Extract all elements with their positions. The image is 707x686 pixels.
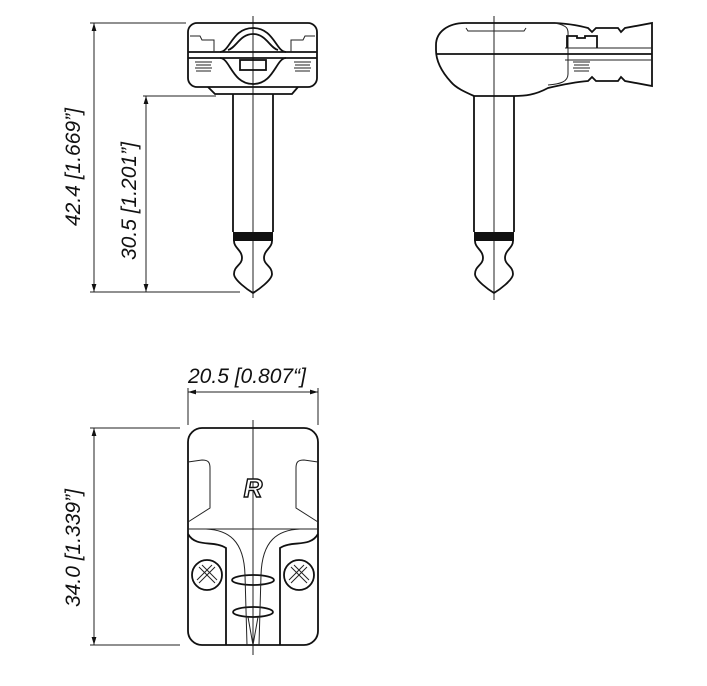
dimension-plug-length: 30.5 [1.201”] [118, 95, 216, 292]
side-view [435, 16, 653, 300]
plug-length-label: 30.5 [1.201”] [118, 141, 141, 260]
dimension-overall-height: 42.4 [1.669”] [62, 22, 240, 293]
brand-logo-r-icon: R [244, 473, 263, 503]
side-insulator-ring [474, 232, 514, 241]
front-view [187, 16, 318, 298]
front-arch [219, 27, 287, 53]
body-width-label: 20.5 [0.807“] [187, 365, 307, 388]
tip-collar-upper [231, 574, 275, 586]
tip-collar-lower [232, 606, 274, 618]
body-depth-label: 34.0 [1.339”] [62, 488, 85, 607]
front-screw-right-icon [294, 61, 311, 72]
side-screw-head [566, 35, 598, 48]
front-neck [207, 86, 299, 95]
front-screw-left-icon [195, 61, 212, 72]
side-screw-thread-icon [573, 61, 590, 72]
dimension-body-depth: 34.0 [1.339”] [62, 427, 180, 646]
front-plug-tip [233, 240, 273, 295]
front-body-housing [187, 22, 318, 88]
side-plug-tip [474, 240, 514, 295]
front-insulator-ring [233, 232, 273, 241]
bottom-screw-left-icon [191, 559, 223, 591]
dimension-body-width: 20.5 [0.807“] [187, 365, 319, 425]
bottom-screw-right-icon [283, 559, 315, 591]
side-body-housing [435, 21, 653, 97]
overall-height-label: 42.4 [1.669”] [62, 107, 85, 226]
bottom-view: R [187, 420, 319, 655]
